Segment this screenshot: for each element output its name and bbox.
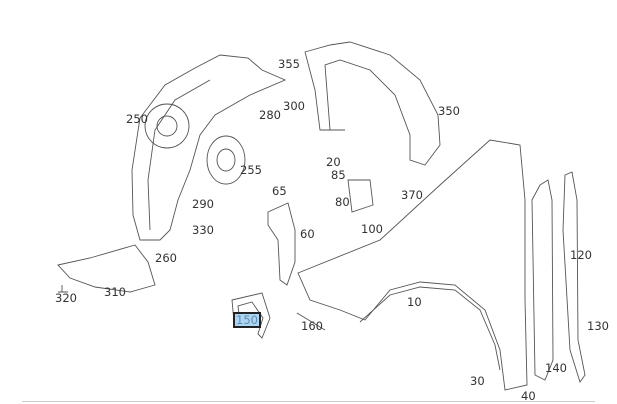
callout-330[interactable]: 330 — [192, 223, 214, 237]
callout-300[interactable]: 300 — [283, 99, 305, 113]
divider — [22, 401, 595, 402]
callout-310[interactable]: 310 — [104, 285, 126, 299]
callout-80[interactable]: 80 — [335, 195, 350, 209]
callout-60[interactable]: 60 — [300, 227, 315, 241]
callout-85[interactable]: 85 — [331, 168, 346, 182]
callout-350[interactable]: 350 — [438, 104, 460, 118]
underbody-panel-310 — [57, 244, 156, 293]
callout-160[interactable]: 160 — [301, 319, 323, 333]
rear-wheel-liner-250 — [131, 54, 287, 241]
callout-10[interactable]: 10 — [407, 295, 422, 309]
front-wheel-liner-350 — [304, 41, 441, 166]
callout-130[interactable]: 130 — [587, 319, 609, 333]
callout-65[interactable]: 65 — [272, 184, 287, 198]
callout-290[interactable]: 290 — [192, 197, 214, 211]
callout-260[interactable]: 260 — [155, 251, 177, 265]
callout-255[interactable]: 255 — [240, 163, 262, 177]
trim-strip-140 — [531, 179, 554, 381]
bracket-80 — [347, 179, 374, 213]
callout-320[interactable]: 320 — [55, 291, 77, 305]
bracket-60 — [267, 202, 296, 286]
callout-100[interactable]: 100 — [361, 222, 383, 236]
callout-20[interactable]: 20 — [326, 155, 341, 169]
callout-120[interactable]: 120 — [570, 248, 592, 262]
callout-370[interactable]: 370 — [401, 188, 423, 202]
callout-140[interactable]: 140 — [545, 361, 567, 375]
rod-160 — [296, 312, 326, 331]
callout-280[interactable]: 280 — [259, 108, 281, 122]
callout-150-selected[interactable]: 150 — [233, 312, 261, 328]
callout-250[interactable]: 250 — [126, 112, 148, 126]
callout-30[interactable]: 30 — [470, 374, 485, 388]
callout-355[interactable]: 355 — [278, 57, 300, 71]
fender-10 — [297, 139, 528, 391]
cover-disc-255 — [206, 135, 246, 185]
seal-strip-120 — [562, 171, 586, 383]
callout-40[interactable]: 40 — [521, 389, 536, 403]
